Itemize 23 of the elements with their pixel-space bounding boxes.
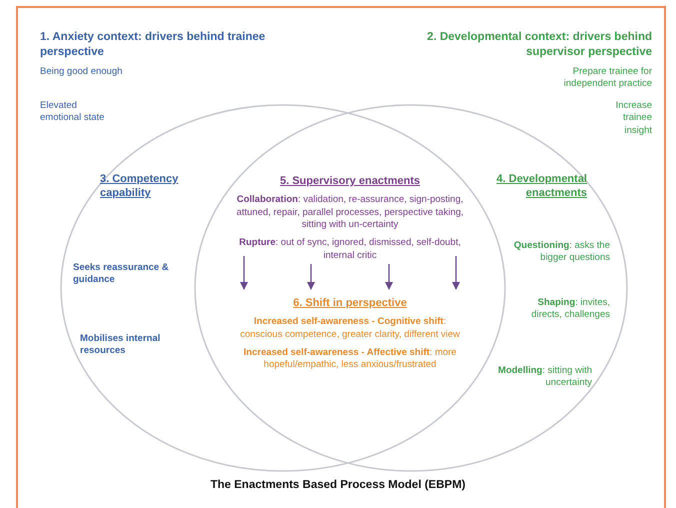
note-text: Prepare trainee for independent practice [562, 66, 652, 91]
context-heading: 2. Developmental context: drivers behind supervisor perspective [426, 30, 652, 60]
arrow [307, 264, 315, 290]
section-heading: 5. Supervisory enactments [278, 174, 421, 188]
arrow [240, 256, 248, 290]
item-text: Collaboration: validation, re-assurance, sign-posting, attuned, repair, parallel processes, perspective taking, sitting with un-certainty [236, 194, 464, 232]
caption: The Enactments Based Process Model (EBPM) [210, 478, 466, 493]
item-text: Rupture: out of sync, ignored, dismissed, self-doubt, internal critic [238, 237, 462, 262]
note-text: Increase trainee insight [614, 100, 652, 138]
item-text: Modelling: sitting with uncertainty [497, 365, 592, 390]
item-text: Increased self-awareness - Cognitive shift: conscious competence, greater clarity, different view [239, 316, 461, 341]
section-heading: 3. Competency capability [100, 172, 180, 201]
item-text: Seeks reassurance & guidance [73, 262, 170, 287]
note-text: Elevated emotional state [40, 100, 106, 125]
item-text: Mobilises internal resources [80, 333, 162, 358]
item-text: Shaping: invites, directs, challenges [530, 297, 610, 322]
item-text: Increased self-awareness - Affective shift: more hopeful/empathic, less anxious/frustrated [242, 346, 458, 372]
note-text: Being good enough [40, 66, 124, 78]
context-heading: 1. Anxiety context: drivers behind trainee perspective [40, 30, 266, 60]
arrow [385, 264, 393, 290]
item-text: Questioning: asks the bigger questions [512, 240, 610, 265]
section-heading: 6. Shift in perspective [292, 296, 408, 310]
arrow [452, 256, 460, 290]
